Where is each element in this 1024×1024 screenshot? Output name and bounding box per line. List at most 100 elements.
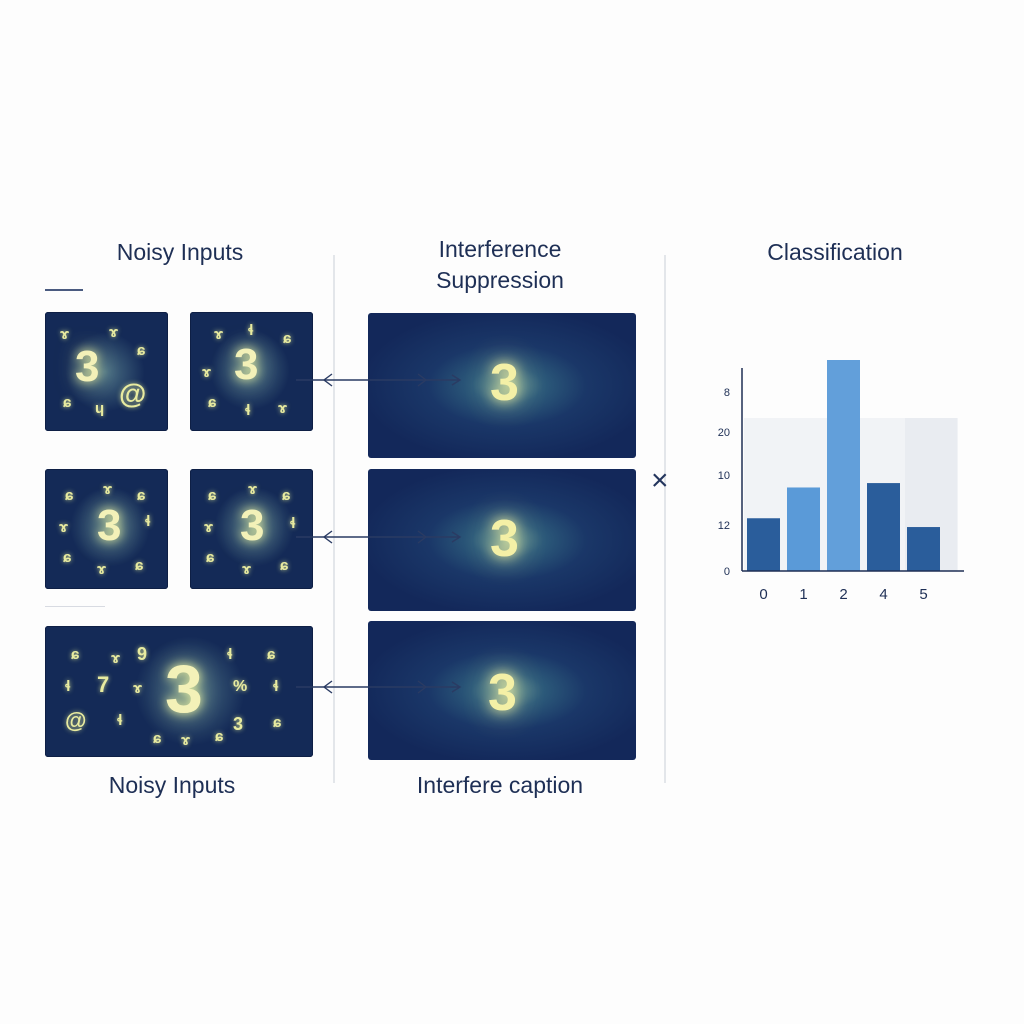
noise-symbol: ɕ bbox=[63, 394, 72, 411]
column-divider bbox=[664, 255, 666, 783]
noise-symbol: 7 bbox=[97, 672, 110, 697]
noise-symbol: ɤ bbox=[133, 680, 143, 697]
interference-suppression-title-line2: Suppression bbox=[436, 267, 564, 293]
noise-symbol: ɤ bbox=[242, 561, 252, 578]
interference-suppression-title-line1: Interference bbox=[438, 236, 562, 262]
interference-footer: Interfere caption bbox=[416, 772, 584, 798]
bar bbox=[827, 360, 860, 571]
noisy-inputs-footer: Noisy Inputs bbox=[108, 772, 236, 798]
y-tick-label: 20 bbox=[718, 427, 730, 439]
noise-symbol: ɕ bbox=[206, 549, 215, 566]
noise-symbol: ɕ bbox=[63, 549, 72, 566]
digit-label: 3 bbox=[75, 342, 100, 391]
noise-symbol: ɕ bbox=[137, 342, 146, 359]
noise-symbol: @ bbox=[119, 378, 147, 409]
noise-symbol: ɤ bbox=[59, 519, 69, 536]
arrow-head-left bbox=[322, 373, 333, 387]
y-tick-label: 10 bbox=[718, 470, 730, 482]
noise-symbol: ɕ bbox=[65, 487, 74, 504]
arrow-head-left bbox=[322, 530, 333, 544]
digit-label: 3 bbox=[165, 651, 203, 727]
digit-label: 3 bbox=[97, 501, 122, 550]
suppressed-output-panel: 3 bbox=[368, 469, 636, 611]
noise-symbol: % bbox=[233, 678, 248, 695]
noise-symbol: ɕ bbox=[267, 646, 276, 663]
noise-symbol: ɕ bbox=[135, 557, 144, 574]
arrow-head-right bbox=[417, 373, 428, 387]
noise-symbol: 3 bbox=[233, 714, 244, 734]
noisy-input-tile-wide: 3 ɕ ɤ 9 ɬ ɕ ɬ 7 ɤ % ɬ @ ɬ ɕ ɤ ɕ 3 ɕ bbox=[45, 626, 313, 757]
y-tick-label: 8 bbox=[724, 387, 730, 399]
x-tick-label: 4 bbox=[879, 586, 887, 603]
decor-line bbox=[45, 606, 105, 607]
noise-symbol: ɤ bbox=[60, 326, 70, 343]
arrow-head-right bbox=[417, 680, 428, 694]
arrow-head-right bbox=[451, 374, 462, 386]
noise-symbol: ɬ bbox=[290, 515, 296, 532]
noisy-input-tile: 3 ɤ ɤ ɕ ɕ ɥ @ bbox=[45, 312, 168, 431]
x-tick-label: 5 bbox=[919, 586, 927, 603]
glow bbox=[210, 330, 290, 410]
x-tick-label: 0 bbox=[759, 586, 767, 603]
bar bbox=[907, 527, 940, 571]
noise-symbol: ɕ bbox=[283, 330, 292, 347]
x-tick-label: 2 bbox=[839, 586, 847, 603]
noise-symbol: 9 bbox=[137, 644, 148, 664]
digit-label: 3 bbox=[234, 340, 259, 389]
glow bbox=[135, 636, 245, 746]
noise-symbol: ɕ bbox=[208, 487, 217, 504]
glow bbox=[70, 487, 150, 567]
noise-symbol: ɕ bbox=[280, 557, 289, 574]
noise-symbol: ɤ bbox=[111, 650, 121, 667]
noise-symbol: ɤ bbox=[214, 326, 224, 343]
y-tick-label: 12 bbox=[718, 520, 730, 532]
multiply-icon: × bbox=[651, 464, 669, 497]
glow bbox=[214, 487, 294, 567]
noise-symbol: ɕ bbox=[215, 728, 224, 745]
noise-symbol: ɬ bbox=[273, 678, 279, 695]
noise-symbol: ɕ bbox=[282, 487, 291, 504]
arrow-head-right bbox=[417, 530, 428, 544]
noisy-inputs-title: Noisy Inputs bbox=[116, 239, 244, 265]
noisy-input-tile: 3 ɕ ɤ ɕ ɤ ɬ ɕ ɤ ɕ bbox=[190, 469, 313, 589]
decor-line bbox=[45, 289, 83, 291]
noise-symbol: ɥ bbox=[95, 400, 105, 417]
arrow-head-right bbox=[451, 681, 462, 693]
suppressed-output-panel: 3 bbox=[368, 313, 636, 458]
digit-label: 3 bbox=[488, 664, 517, 722]
noise-symbol: ɬ bbox=[145, 513, 151, 530]
arrow-head-right bbox=[451, 531, 462, 543]
noise-symbol: ɕ bbox=[208, 394, 217, 411]
x-tick-label: 1 bbox=[799, 586, 807, 603]
suppressed-output-panel: 3 bbox=[368, 621, 636, 760]
digit-label: 3 bbox=[240, 501, 265, 550]
noise-symbol: ɤ bbox=[202, 364, 212, 381]
noise-symbol: ɤ bbox=[248, 481, 258, 498]
bar bbox=[867, 483, 900, 571]
digit-label: 3 bbox=[490, 354, 519, 412]
noise-symbol: ɤ bbox=[109, 324, 119, 341]
noise-symbol: ɕ bbox=[153, 730, 162, 747]
bar bbox=[787, 487, 820, 571]
noise-symbol: ɬ bbox=[117, 712, 123, 729]
noise-symbol: ɬ bbox=[248, 322, 254, 339]
noise-symbol: ɤ bbox=[103, 481, 113, 498]
noise-symbol: ɬ bbox=[245, 402, 251, 419]
noisy-input-tile: 3 ɤ ɬ ɕ ɤ ɕ ɬ ɤ bbox=[190, 312, 313, 431]
noise-symbol: ɤ bbox=[278, 400, 288, 417]
classification-title: Classification bbox=[767, 239, 903, 265]
noise-symbol: ɬ bbox=[227, 646, 233, 663]
noise-symbol: ɕ bbox=[273, 714, 282, 731]
noise-symbol: ɤ bbox=[204, 519, 214, 536]
arrow-head-left bbox=[322, 680, 333, 694]
noisy-input-tile: 3 ɕ ɤ ɕ ɤ ɬ ɕ ɤ ɕ bbox=[45, 469, 168, 589]
noise-symbol: ɬ bbox=[65, 678, 71, 695]
noise-symbol: ɤ bbox=[181, 732, 191, 749]
digit-label: 3 bbox=[490, 510, 519, 568]
noise-symbol: @ bbox=[65, 708, 87, 733]
noise-symbol: ɕ bbox=[137, 487, 146, 504]
noise-symbol: ɤ bbox=[97, 561, 107, 578]
column-divider bbox=[333, 255, 335, 783]
